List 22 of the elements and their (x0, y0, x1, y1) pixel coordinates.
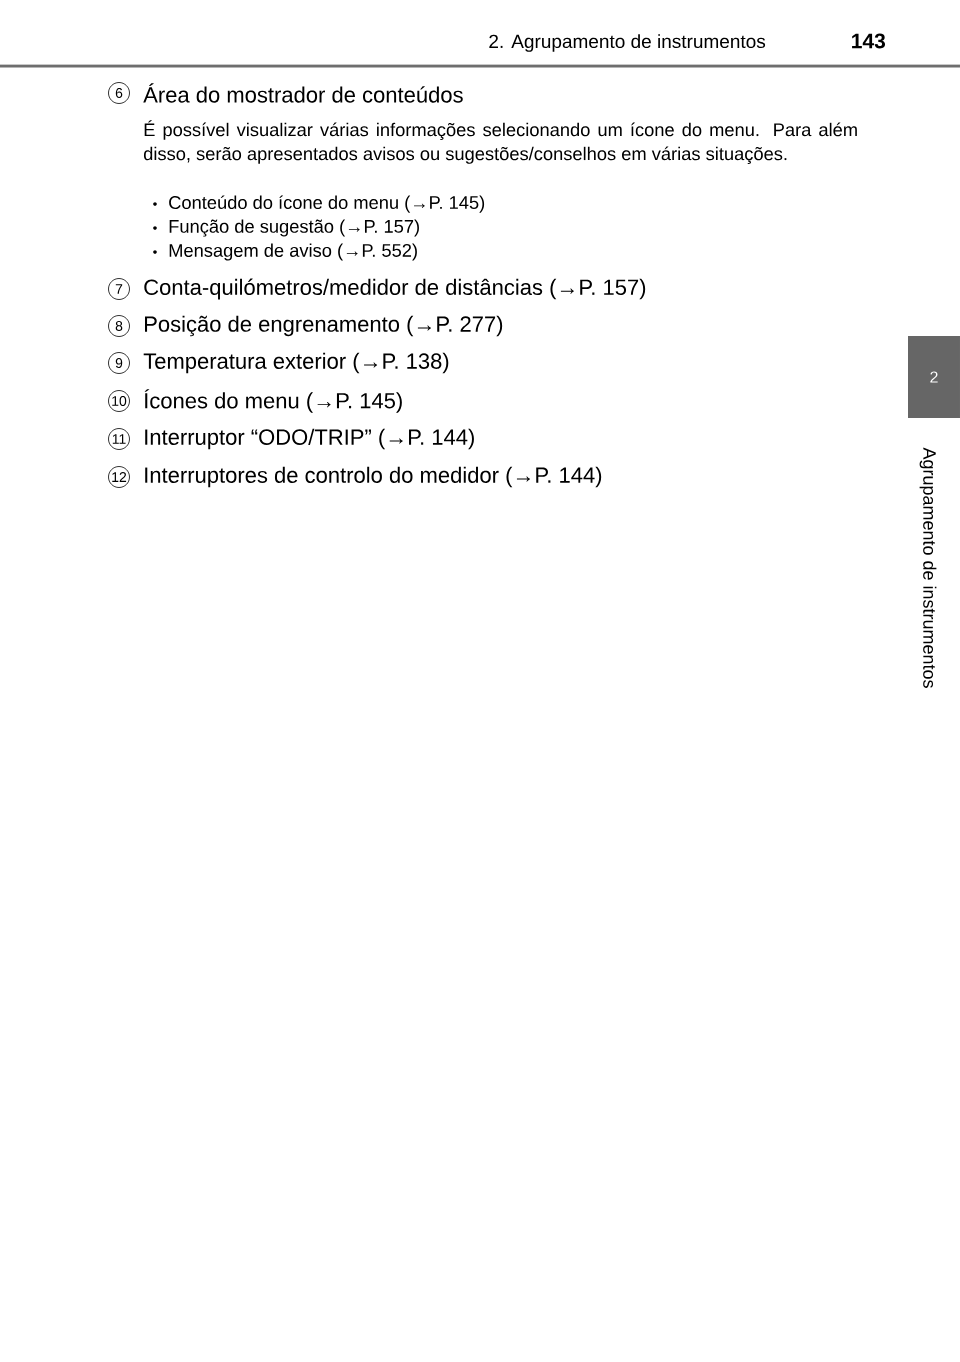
item-heading: Interruptores de controlo do medidor (→P. 144) (145, 466, 602, 488)
callout-number: 6 (108, 82, 130, 104)
item-heading: Área do mostrador de conteúdos (143, 83, 463, 103)
running-header: 2. Agrupamento de instrumentos (489, 34, 766, 52)
chapter-tab: 2 (908, 336, 960, 418)
item-heading: Ícones do menu (→P. 145) (144, 389, 402, 413)
bullet-item: Função de sugestão (→P. 157) (169, 219, 419, 237)
bullet-item: Mensagem de aviso (→P. 552) (169, 243, 417, 261)
description-paragraph: É possível visualizar várias informações selecionando um ícone do menu. Para além disso, serão apresentados avisos ou sugestões/conselhos em várias situações. (143, 120, 857, 164)
side-tab-text: Agrupamento de instrumentos (919, 447, 937, 688)
callout-number: 7 (108, 278, 130, 300)
item-heading: Posição de engrenamento (→P. 277) (145, 315, 503, 337)
callout-number: 10 (108, 390, 130, 412)
callout-number: 8 (108, 315, 130, 337)
item-heading: Temperatura exterior (→P. 138) (143, 352, 449, 374)
bullet-item: Conteúdo do ícone do menu (→P. 145) (169, 195, 485, 213)
callout-number: 12 (108, 466, 130, 488)
callout-number: 9 (108, 352, 130, 374)
page-number: 143 (852, 33, 886, 49)
item-heading: Interruptor “ODO/TRIP” (→P. 144) (145, 428, 474, 450)
callout-number: 11 (108, 428, 130, 450)
item-heading: Conta-quilómetros/medidor de distâncias (→P. 157) (144, 278, 646, 300)
